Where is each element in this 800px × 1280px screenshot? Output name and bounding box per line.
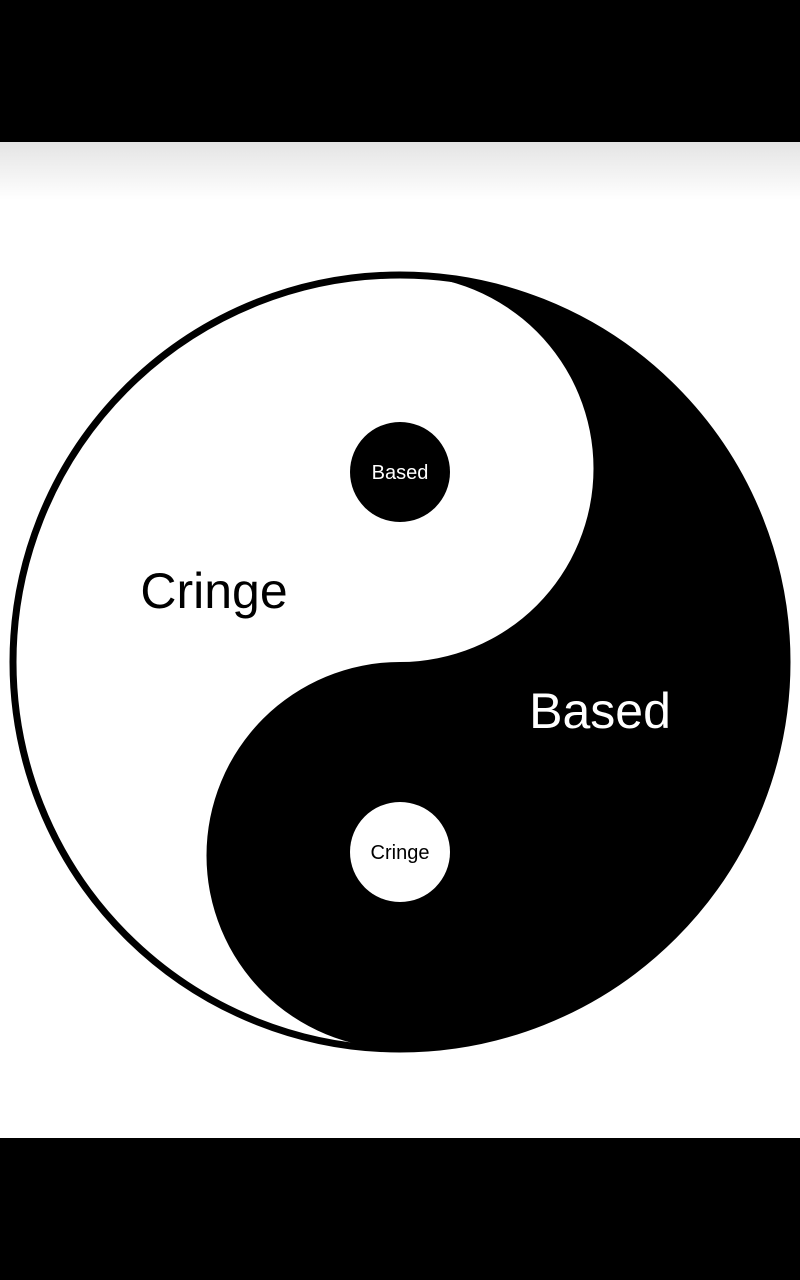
image-area: Based Cringe Cringe Based [0, 142, 800, 1138]
light-side-label: Cringe [140, 563, 287, 619]
bottom-black-bar [0, 1138, 800, 1280]
light-dot [350, 802, 450, 902]
light-dot-label: Cringe [371, 842, 430, 864]
top-black-bar [0, 0, 800, 142]
dark-dot [350, 422, 450, 522]
dark-dot-label: Based [372, 462, 429, 484]
dark-side-label: Based [529, 683, 671, 739]
top-fade-strip [0, 142, 800, 200]
yin-yang-symbol: Based Cringe Cringe Based [9, 271, 791, 1053]
